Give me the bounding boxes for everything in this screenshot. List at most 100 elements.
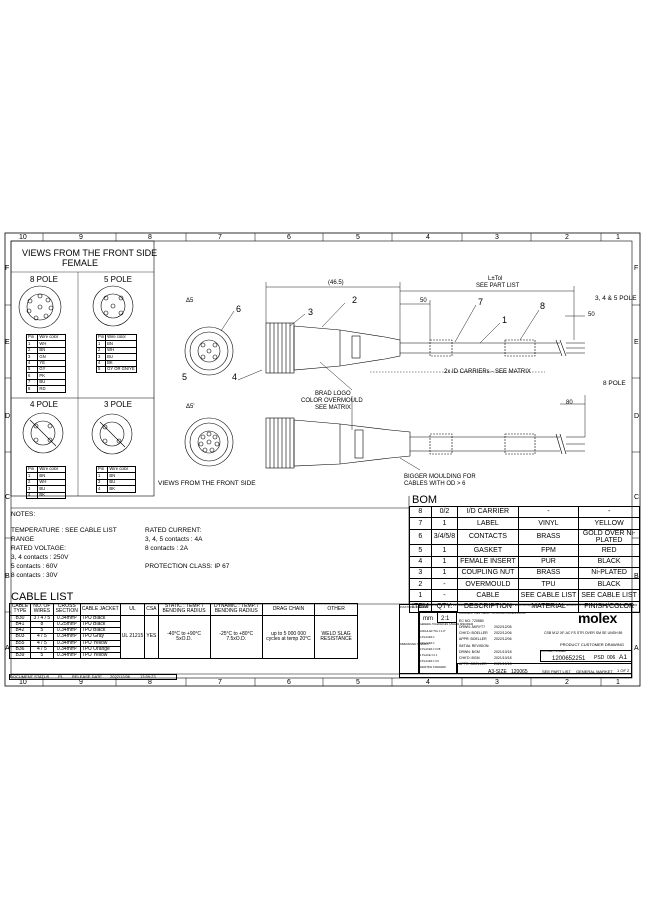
dim-50-left: 50 <box>420 298 427 304</box>
grid-row-b: B <box>5 573 10 580</box>
initial-revision-label: INITIAL REVISION: <box>459 644 490 648</box>
notes-voltage-1: 3, 4 contacts : 250V <box>11 554 69 561</box>
approved-date: 2022/12/06 <box>494 637 512 641</box>
notes-rated-voltage: RATED VOLTAGE: <box>11 545 66 552</box>
dimensional-symbols: DIMENSIONAL SYMBOLS <box>400 643 429 646</box>
grid-col-3: 3 <box>495 234 499 241</box>
poles-345-label: 3, 4 & 5 POLE <box>595 295 637 302</box>
grid-col-8: 8 <box>148 234 152 241</box>
doc-number-row <box>540 650 632 662</box>
notes-rated-current: RATED CURRENT: <box>145 527 202 534</box>
release-time: 13:59:23 <box>140 674 156 679</box>
grid-bottom-col-2: 2 <box>565 679 569 686</box>
dim-50-right: 50 <box>588 312 595 318</box>
product-customer-drawing: PRODUCT CUSTOMER DRAWING <box>560 642 624 647</box>
face-8-pole <box>18 285 62 329</box>
sheet-number: 1 OF 2 <box>617 668 630 673</box>
cable-list-title: CABLE LIST <box>11 591 74 603</box>
face-3-pole <box>91 413 133 455</box>
dim-80: 80 <box>566 400 573 406</box>
scale-value: 2:1 <box>441 616 450 622</box>
front-views-footer: VIEWS FROM THE FRONT SIDE <box>158 480 256 487</box>
bom-title: BOM <box>412 494 438 506</box>
general-tolerances: GENERAL TOLERANCES (UNLESS SPECIFIED) <box>420 623 474 626</box>
connector-face-bottom <box>184 417 234 467</box>
id-carriers-note: 2x ID CARRIERs - SEE MATRIX <box>444 369 531 375</box>
molex-logo: molex <box>578 610 617 626</box>
dimension-lines <box>265 282 586 471</box>
grid-bottom-col-5: 5 <box>356 679 360 686</box>
callout-1: 1 <box>502 315 508 325</box>
grid-row-f: F <box>5 265 10 272</box>
pole8-label: 8 POLE <box>603 380 626 387</box>
grid-bottom-col-8: 8 <box>148 679 152 686</box>
grid-row-d: D <box>5 413 11 420</box>
notes-current-2: 8 contacts : 2A <box>145 545 188 552</box>
grid-bottom-col-10: 10 <box>19 679 27 686</box>
grid-row-e: E <box>5 339 10 346</box>
pole8-title: 8 POLE <box>30 275 59 284</box>
notes-protection: PROTECTION CLASS: IP 67 <box>145 563 230 570</box>
initial-approved-by: APPR: BOELLER <box>459 662 487 666</box>
brad-logo-note-3: SEE MATRIX <box>315 405 351 411</box>
grid-bottom-col-6: 6 <box>287 679 291 686</box>
front-views-panel <box>10 240 155 497</box>
dim-length: L±Tol <box>488 276 503 282</box>
initial-drawn-date: 2021/10/18 <box>494 650 512 654</box>
face-5-pole <box>92 285 134 327</box>
title-block-symbols-col <box>399 604 419 674</box>
notes-voltage-3: 8 contacts : 30V <box>11 572 58 579</box>
grid-col-9: 9 <box>79 234 83 241</box>
drafting-standard: DRAFTING STANDARD <box>420 666 446 669</box>
callout-3: 3 <box>308 307 314 317</box>
dim-see-part-list: SEE PART LIST <box>476 283 520 289</box>
connector-side-bottom <box>265 417 585 469</box>
grid-row-c: C <box>5 494 11 501</box>
tolerance-0-places: 0 PLACES ± 0.5 <box>420 660 439 663</box>
sheet-size: A3-SIZE <box>488 669 507 675</box>
angular-tolerance: ANGULAR TOL ± 1.0° <box>420 630 446 633</box>
dim-46-5: (46.5) <box>328 280 344 286</box>
doc-part: 006 <box>607 655 616 661</box>
checked-by: CHK'D: BOELLER <box>459 631 488 635</box>
dimension-units-label: DIMENSION UNITS <box>420 611 442 614</box>
connector-face-top <box>184 326 234 376</box>
delta5-bottom: Δ5' <box>186 404 195 410</box>
initial-drawn-by: DRWN: BGM <box>459 650 480 654</box>
grid-col-10: 10 <box>19 234 27 241</box>
pole5-title: 5 POLE <box>104 275 133 284</box>
face-4-pole <box>22 412 64 454</box>
grid-row-f-right: F <box>634 265 639 272</box>
grid-bottom-col-7: 7 <box>218 679 222 686</box>
callout-6: 6 <box>236 304 242 314</box>
notes-current-1: 3, 4, 5 contacts : 4A <box>145 536 203 543</box>
doc-type: PSD <box>594 655 605 661</box>
checked-date: 2022/12/06 <box>494 631 512 635</box>
callout-7: 7 <box>478 297 484 307</box>
notes-voltage-2: 5 contacts : 60V <box>11 563 58 570</box>
bigger-moulding-2: CABLES WITH OD > 6 <box>404 481 466 487</box>
callout-leaders <box>220 302 540 381</box>
part-description: CSB M12 XF-AC FS STR OVER SM SE UNSH 89 <box>544 631 623 635</box>
tolerance-3-places: 3 PLACES ± <box>420 642 435 645</box>
grid-col-5: 5 <box>356 234 360 241</box>
grid-bottom-col-1: 1 <box>616 679 620 686</box>
grid-row-c-right: C <box>634 494 640 501</box>
grid-row-d-right: D <box>634 413 640 420</box>
pole4-title: 4 POLE <box>30 400 59 409</box>
bigger-moulding-1: BIGGER MOULDING FOR <box>404 474 476 480</box>
